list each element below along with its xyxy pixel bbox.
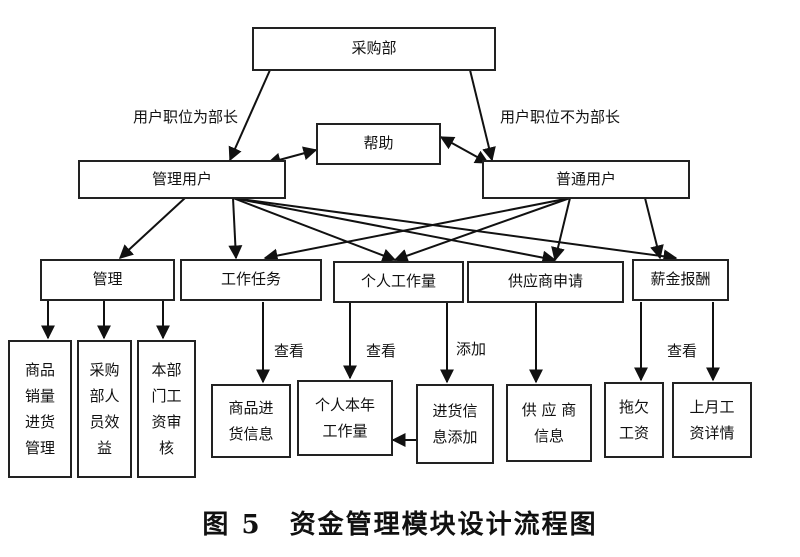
leaf-goods-info: 商品进 货信息: [211, 384, 291, 458]
edge-admin-management: [118, 197, 186, 259]
leaf-line: 商品: [24, 361, 55, 379]
leaf-line: 销量: [24, 387, 55, 405]
leaf-dept-salary-review: 本部 门工 资审 核: [137, 340, 196, 478]
node-personal-workload: 个人工作量: [333, 261, 464, 303]
label-add: 添加: [456, 340, 487, 358]
leaf-line: 管理: [24, 439, 55, 457]
label-view-2: 查看: [366, 342, 397, 360]
leaf-line: 员效: [89, 413, 120, 431]
node-salary-pay: 薪金报酬: [632, 259, 729, 301]
edge-admin-worktask: [228, 197, 243, 260]
edge-admin-supplier: [232, 197, 557, 265]
leaf-line: 进货: [24, 413, 55, 431]
leaf-staff-benefit: 采购 部人 员效 益: [77, 340, 132, 478]
leaf-line: 核: [158, 439, 174, 457]
node-admin-user: 管理用户: [78, 160, 286, 199]
leaf-line: 息添加: [432, 428, 478, 446]
leaf-line: 工资: [618, 424, 649, 442]
label-view-1: 查看: [274, 342, 305, 360]
edge-normal-supplier: [551, 197, 571, 262]
label-is-head: 用户职位为部长: [133, 108, 239, 126]
leaf-line: 资详情: [689, 424, 735, 442]
node-supplier-application: 供应商申请: [467, 261, 624, 303]
node-help: 帮助: [316, 123, 441, 165]
edge-admin-personal: [232, 197, 397, 263]
edge-help-normal: [439, 136, 490, 164]
leaf-line: 门工: [151, 387, 182, 405]
leaf-line: 信息: [533, 427, 564, 445]
leaf-sales-management: 商品 销量 进货 管理: [8, 340, 72, 478]
leaf-line: 本部: [151, 361, 182, 379]
leaf-line: 商品进: [228, 399, 274, 417]
edge-admin-salary: [232, 197, 678, 264]
edge-dept-to-normal: [469, 69, 496, 162]
leaf-line: 个人本年: [314, 396, 375, 414]
leaf-personal-year-workload: 个人本年 工作量: [297, 380, 393, 456]
leaf-line: 工作量: [322, 422, 368, 440]
leaf-salary-arrears: 拖欠 工资: [604, 382, 664, 458]
node-purchasing-dept: 采购部: [252, 27, 496, 71]
leaf-add-goods-info: 进货信 息添加: [416, 384, 494, 464]
leaf-line: 货信息: [228, 425, 274, 443]
node-work-task: 工作任务: [180, 259, 322, 301]
leaf-last-month-salary: 上月工 资详情: [672, 382, 752, 458]
leaf-line: 拖欠: [618, 398, 649, 416]
node-normal-user: 普通用户: [482, 160, 690, 199]
leaf-line: 上月工: [689, 398, 735, 416]
label-not-head: 用户职位不为部长: [500, 108, 621, 126]
edge-dept-to-admin: [228, 69, 271, 162]
node-management: 管理: [40, 259, 175, 301]
label-view-3: 查看: [667, 342, 698, 360]
leaf-line: 部人: [89, 387, 120, 405]
edge-normal-salary: [644, 197, 664, 260]
leaf-supplier-info: 供 应 商 信息: [506, 384, 592, 462]
edge-normal-personal: [393, 197, 571, 263]
leaf-line: 采购: [89, 361, 120, 379]
figure-caption: 图 5 资金管理模块设计流程图: [202, 510, 598, 540]
leaf-line: 益: [96, 439, 112, 457]
edge-normal-worktask: [263, 197, 571, 263]
leaf-line: 供 应 商: [521, 401, 577, 419]
leaf-line: 资审: [151, 413, 182, 431]
leaf-line: 进货信: [432, 402, 478, 420]
